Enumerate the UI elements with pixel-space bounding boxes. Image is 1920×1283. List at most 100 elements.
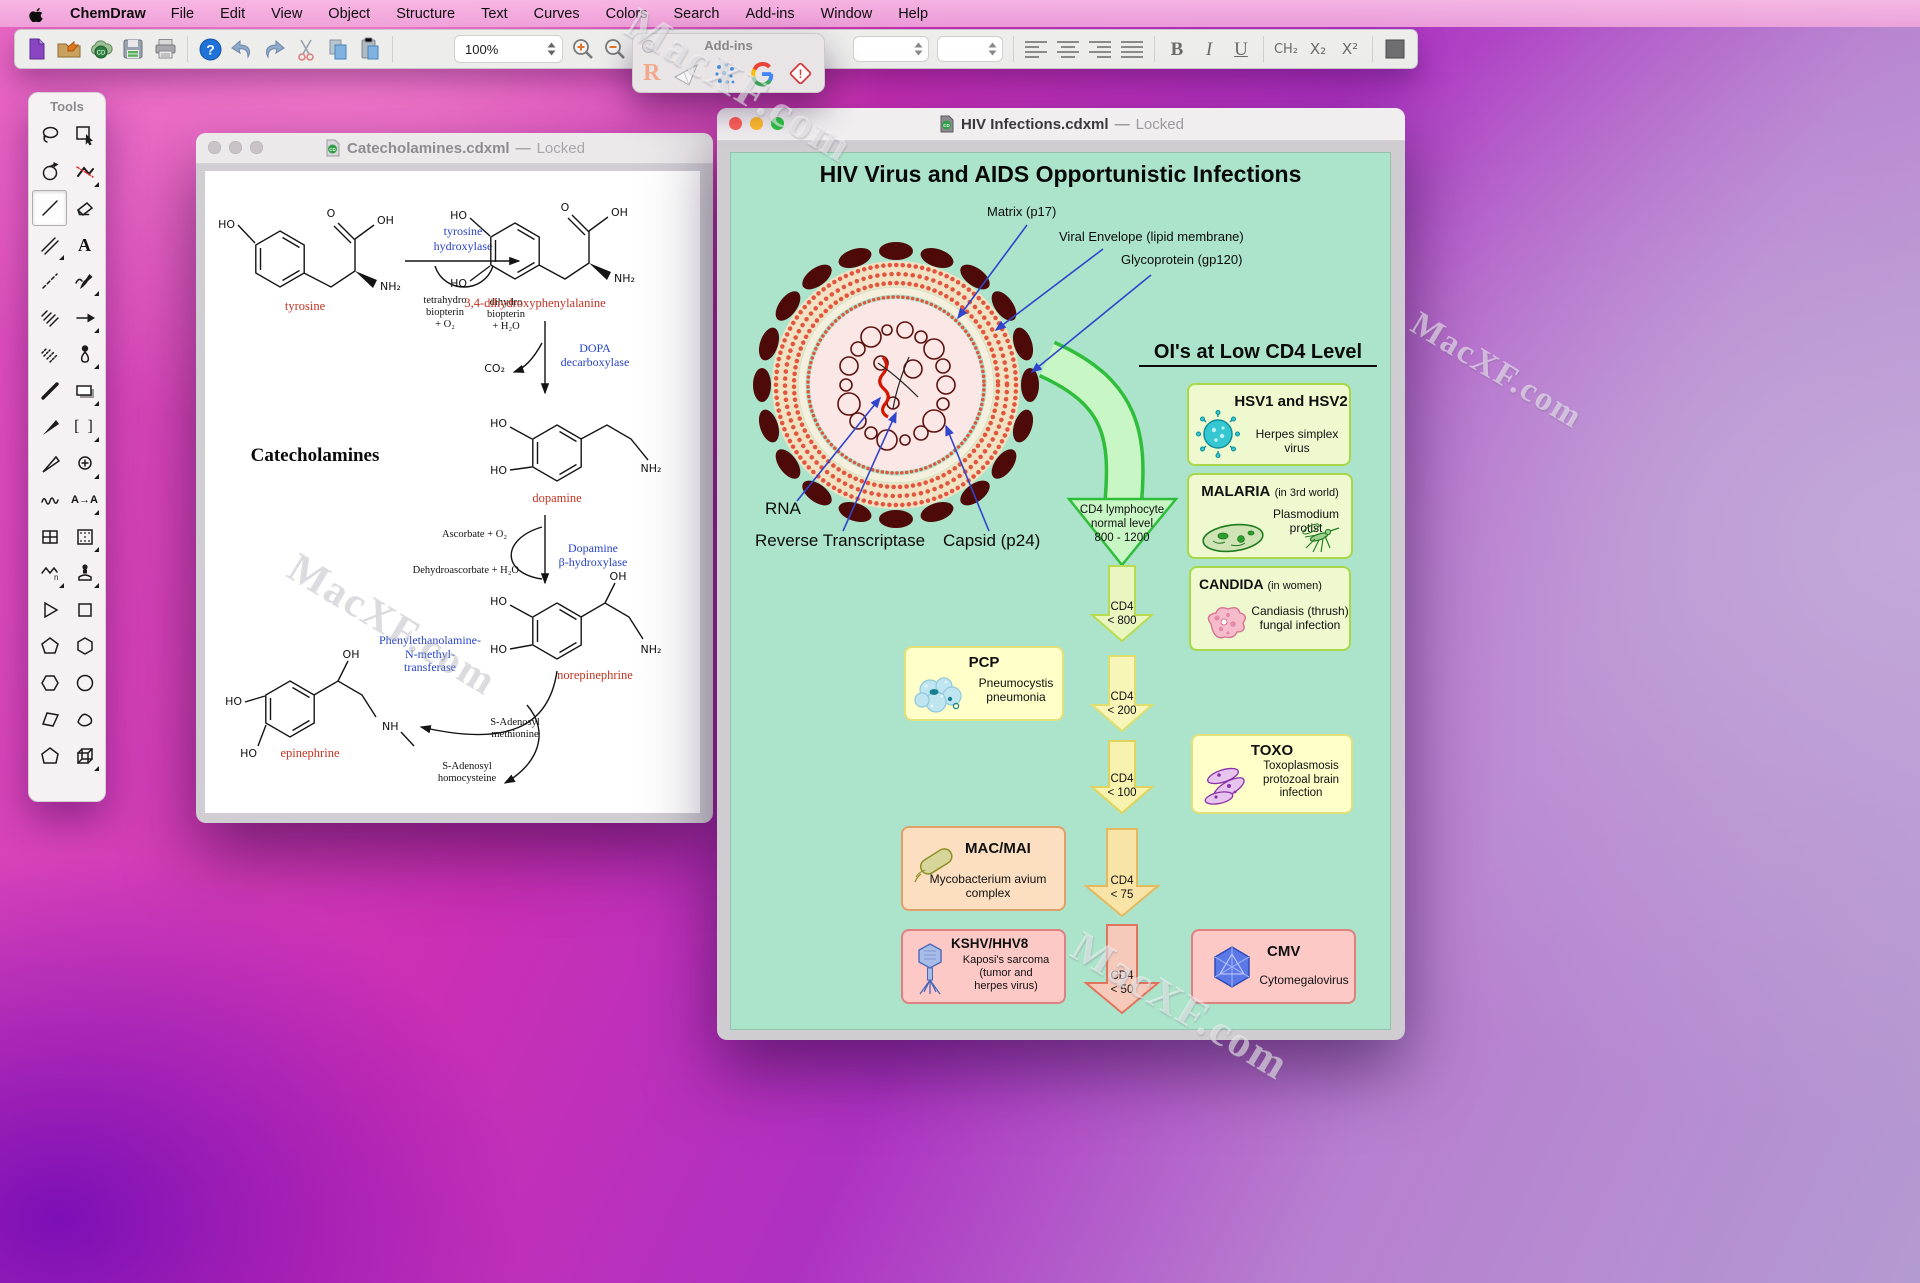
menu-text[interactable]: Text bbox=[481, 5, 508, 22]
undo-button[interactable] bbox=[226, 34, 258, 64]
tool-multiple-bond[interactable] bbox=[33, 228, 66, 262]
tool-hexagon-alt[interactable] bbox=[33, 666, 66, 700]
tool-square[interactable] bbox=[68, 593, 101, 627]
menu-curves[interactable]: Curves bbox=[533, 5, 580, 22]
new-document-button[interactable] bbox=[21, 34, 53, 64]
tool-orbital[interactable] bbox=[68, 337, 101, 371]
subscript-button[interactable]: X₂ bbox=[1302, 34, 1334, 64]
tool-stamp[interactable] bbox=[68, 556, 101, 590]
menu-object[interactable]: Object bbox=[328, 5, 371, 22]
catecholamines-titlebar[interactable]: CD Catecholamines.cdxml — Locked bbox=[196, 133, 713, 164]
minimize-button[interactable] bbox=[750, 117, 763, 130]
pcp-box[interactable]: PCP Pneumocystis pneumonia bbox=[904, 646, 1064, 721]
addin-3d-glasses-icon[interactable] bbox=[671, 61, 701, 87]
addin-google-icon[interactable] bbox=[748, 60, 776, 88]
macmai-box[interactable]: MAC/MAI Mycobacterium avium complex bbox=[901, 826, 1066, 911]
panel-close-button[interactable] bbox=[642, 40, 655, 53]
zoom-out-button[interactable] bbox=[599, 34, 631, 64]
menu-help[interactable]: Help bbox=[898, 5, 929, 22]
menu-addins[interactable]: Add-ins bbox=[745, 5, 795, 22]
menu-structure[interactable]: Structure bbox=[396, 5, 456, 22]
menu-colors[interactable]: Colors bbox=[605, 5, 648, 22]
open-cloud-button[interactable]: CD bbox=[85, 34, 117, 64]
cd4-arrow-75[interactable] bbox=[1083, 828, 1161, 918]
font-size-select[interactable] bbox=[937, 36, 1003, 62]
tool-dashed-bond[interactable] bbox=[33, 264, 66, 298]
hiv-titlebar[interactable]: CD HIV Infections.cdxml — Locked bbox=[717, 108, 1405, 141]
zoom-in-button[interactable] bbox=[567, 34, 599, 64]
tool-marquee[interactable] bbox=[68, 118, 101, 152]
underline-button[interactable]: U bbox=[1225, 34, 1257, 64]
catecholamines-chem-canvas[interactable]: HO O OH NH₂ tyrosine tyrosine hydroxylas… bbox=[205, 171, 700, 813]
align-justify-button[interactable] bbox=[1116, 34, 1148, 64]
tool-hollow-wedge[interactable] bbox=[33, 447, 66, 481]
tool-arrow[interactable] bbox=[68, 301, 101, 335]
open-button[interactable] bbox=[53, 34, 85, 64]
tool-freeform[interactable] bbox=[68, 702, 101, 736]
color-swatch-button[interactable] bbox=[1379, 34, 1411, 64]
tool-pentagon[interactable] bbox=[33, 629, 66, 663]
close-button[interactable] bbox=[729, 117, 742, 130]
align-right-button[interactable] bbox=[1084, 34, 1116, 64]
tool-wedge-bond[interactable] bbox=[33, 410, 66, 444]
minimize-button[interactable] bbox=[229, 141, 242, 154]
font-select[interactable] bbox=[853, 36, 929, 62]
tool-triangle[interactable] bbox=[33, 593, 66, 627]
tool-wavy-bond[interactable] bbox=[33, 483, 66, 517]
menu-search[interactable]: Search bbox=[673, 5, 720, 22]
save-button[interactable] bbox=[117, 34, 149, 64]
cut-button[interactable] bbox=[290, 34, 322, 64]
tool-circle[interactable] bbox=[68, 666, 101, 700]
cd4-arrow-100[interactable] bbox=[1089, 740, 1155, 815]
close-button[interactable] bbox=[208, 141, 221, 154]
tool-text[interactable]: A bbox=[68, 228, 101, 262]
tool-atom-to-atom[interactable]: A→A bbox=[68, 483, 101, 517]
malaria-box[interactable]: MALARIA (in 3rd world) Plasmodium protis… bbox=[1187, 473, 1353, 559]
tool-hashed-wedge[interactable] bbox=[33, 337, 66, 371]
copy-button[interactable] bbox=[322, 34, 354, 64]
cd4-arrow-800[interactable] bbox=[1089, 565, 1155, 643]
align-left-button[interactable] bbox=[1020, 34, 1052, 64]
superscript-button[interactable]: X² bbox=[1334, 34, 1366, 64]
menu-file[interactable]: File bbox=[170, 5, 195, 22]
zoom-level-select[interactable]: 100% bbox=[454, 35, 563, 63]
menu-edit[interactable]: Edit bbox=[220, 5, 246, 22]
maximize-button[interactable] bbox=[771, 117, 784, 130]
cd4-arrow-50[interactable] bbox=[1083, 924, 1161, 1015]
catecholamines-document-page[interactable]: HO O OH NH₂ tyrosine tyrosine hydroxylas… bbox=[205, 171, 700, 813]
tool-cube[interactable] bbox=[68, 739, 101, 773]
tool-hexagon[interactable] bbox=[68, 629, 101, 663]
tool-template[interactable] bbox=[68, 520, 101, 554]
cd4-arrow-normal[interactable] bbox=[1066, 497, 1179, 567]
tool-polymer[interactable]: n bbox=[33, 556, 66, 590]
menu-chemdraw[interactable]: ChemDraw bbox=[70, 5, 146, 22]
tool-lasso[interactable] bbox=[33, 118, 66, 152]
align-center-button[interactable] bbox=[1052, 34, 1084, 64]
hiv-document-canvas[interactable]: HIV Virus and AIDS Opportunistic Infecti… bbox=[730, 152, 1391, 1030]
candida-box[interactable]: CANDIDA (in women) Candiasis (thrush) fu… bbox=[1189, 566, 1351, 651]
cmv-box[interactable]: CMV Cytomegalovirus bbox=[1191, 929, 1356, 1004]
tool-bond-selected[interactable] bbox=[32, 190, 67, 227]
maximize-button[interactable] bbox=[250, 141, 263, 154]
tool-rotate[interactable] bbox=[33, 155, 66, 189]
paste-button[interactable] bbox=[354, 34, 386, 64]
hiv-diagram-canvas[interactable]: CD4 lymphocyte normal level 800 - 1200 C… bbox=[731, 153, 1391, 1030]
tool-house-pentagon[interactable] bbox=[33, 739, 66, 773]
addin-dots-icon[interactable] bbox=[712, 61, 738, 87]
menu-view[interactable]: View bbox=[271, 5, 303, 22]
tool-rectangle[interactable] bbox=[68, 374, 101, 408]
redo-button[interactable] bbox=[258, 34, 290, 64]
bold-button[interactable]: B bbox=[1161, 34, 1193, 64]
tool-eraser[interactable] bbox=[68, 191, 101, 225]
tool-brackets[interactable]: [ ] bbox=[68, 410, 101, 444]
tool-bold-bond[interactable] bbox=[33, 374, 66, 408]
tool-pen[interactable] bbox=[68, 264, 101, 298]
addin-hazard-icon[interactable]: ! bbox=[787, 60, 814, 87]
apple-menu[interactable] bbox=[16, 5, 58, 22]
toxo-box[interactable]: TOXO Toxoplasmosis protozoal brain infec… bbox=[1191, 734, 1353, 814]
addin-r-button[interactable]: R bbox=[643, 60, 661, 86]
menu-window[interactable]: Window bbox=[820, 5, 873, 22]
hiv-virion-illustration[interactable] bbox=[753, 242, 1039, 528]
help-button[interactable]: ? bbox=[194, 34, 226, 64]
tool-table[interactable] bbox=[33, 520, 66, 554]
